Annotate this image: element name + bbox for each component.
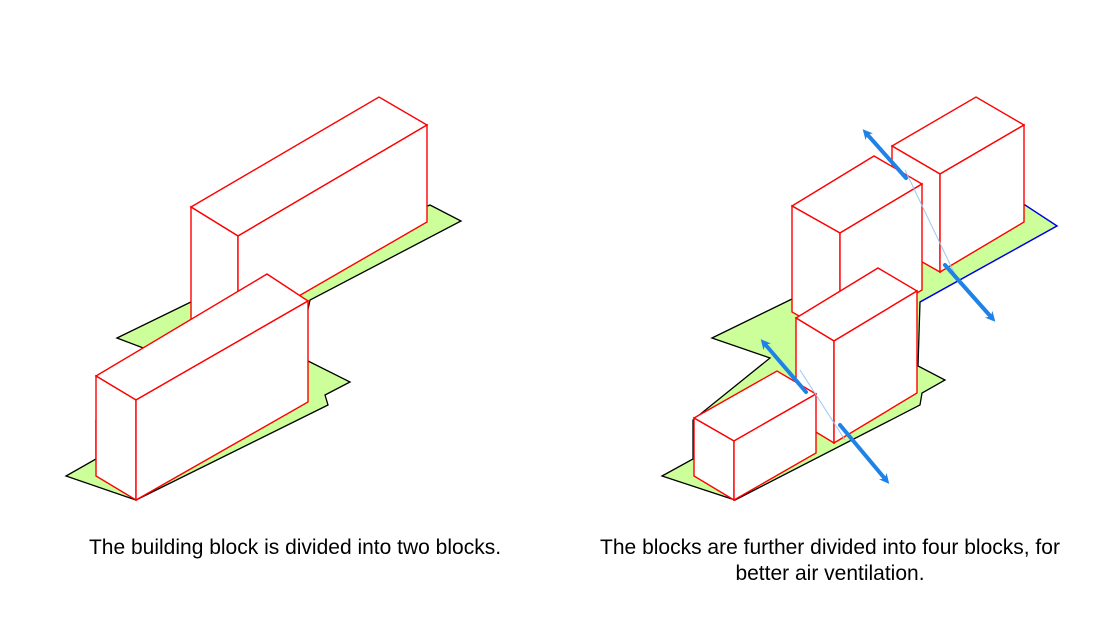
block-side-face [833,289,918,445]
left-diagram [64,96,463,502]
wind-path-guide [799,369,846,441]
double-headed-arrow-icon [943,263,996,322]
block-side-face [939,123,1025,274]
block-mid-front-right [794,267,919,445]
block-side-face [135,299,309,502]
block-front-right [692,370,818,502]
right-diagram [660,96,1059,502]
caption-left: The building block is divided into two b… [88,536,502,559]
block-side-face [733,392,817,502]
double-headed-arrow-icon [760,339,808,394]
wind-path-guide [904,169,961,286]
double-headed-arrow-icon [838,423,890,484]
caption-right-line-2: better air ventilation. [735,562,925,585]
double-headed-arrow-icon [862,129,908,180]
ventilation-arrow-upper [862,129,996,322]
block-front-left [94,273,310,502]
site-edge-accent [919,204,1059,303]
caption-right: The blocks are further divided into four… [560,535,1100,587]
caption-right-line-1: The blocks are further divided into four… [600,536,1060,559]
ventilation-arrow-lower [760,339,890,484]
